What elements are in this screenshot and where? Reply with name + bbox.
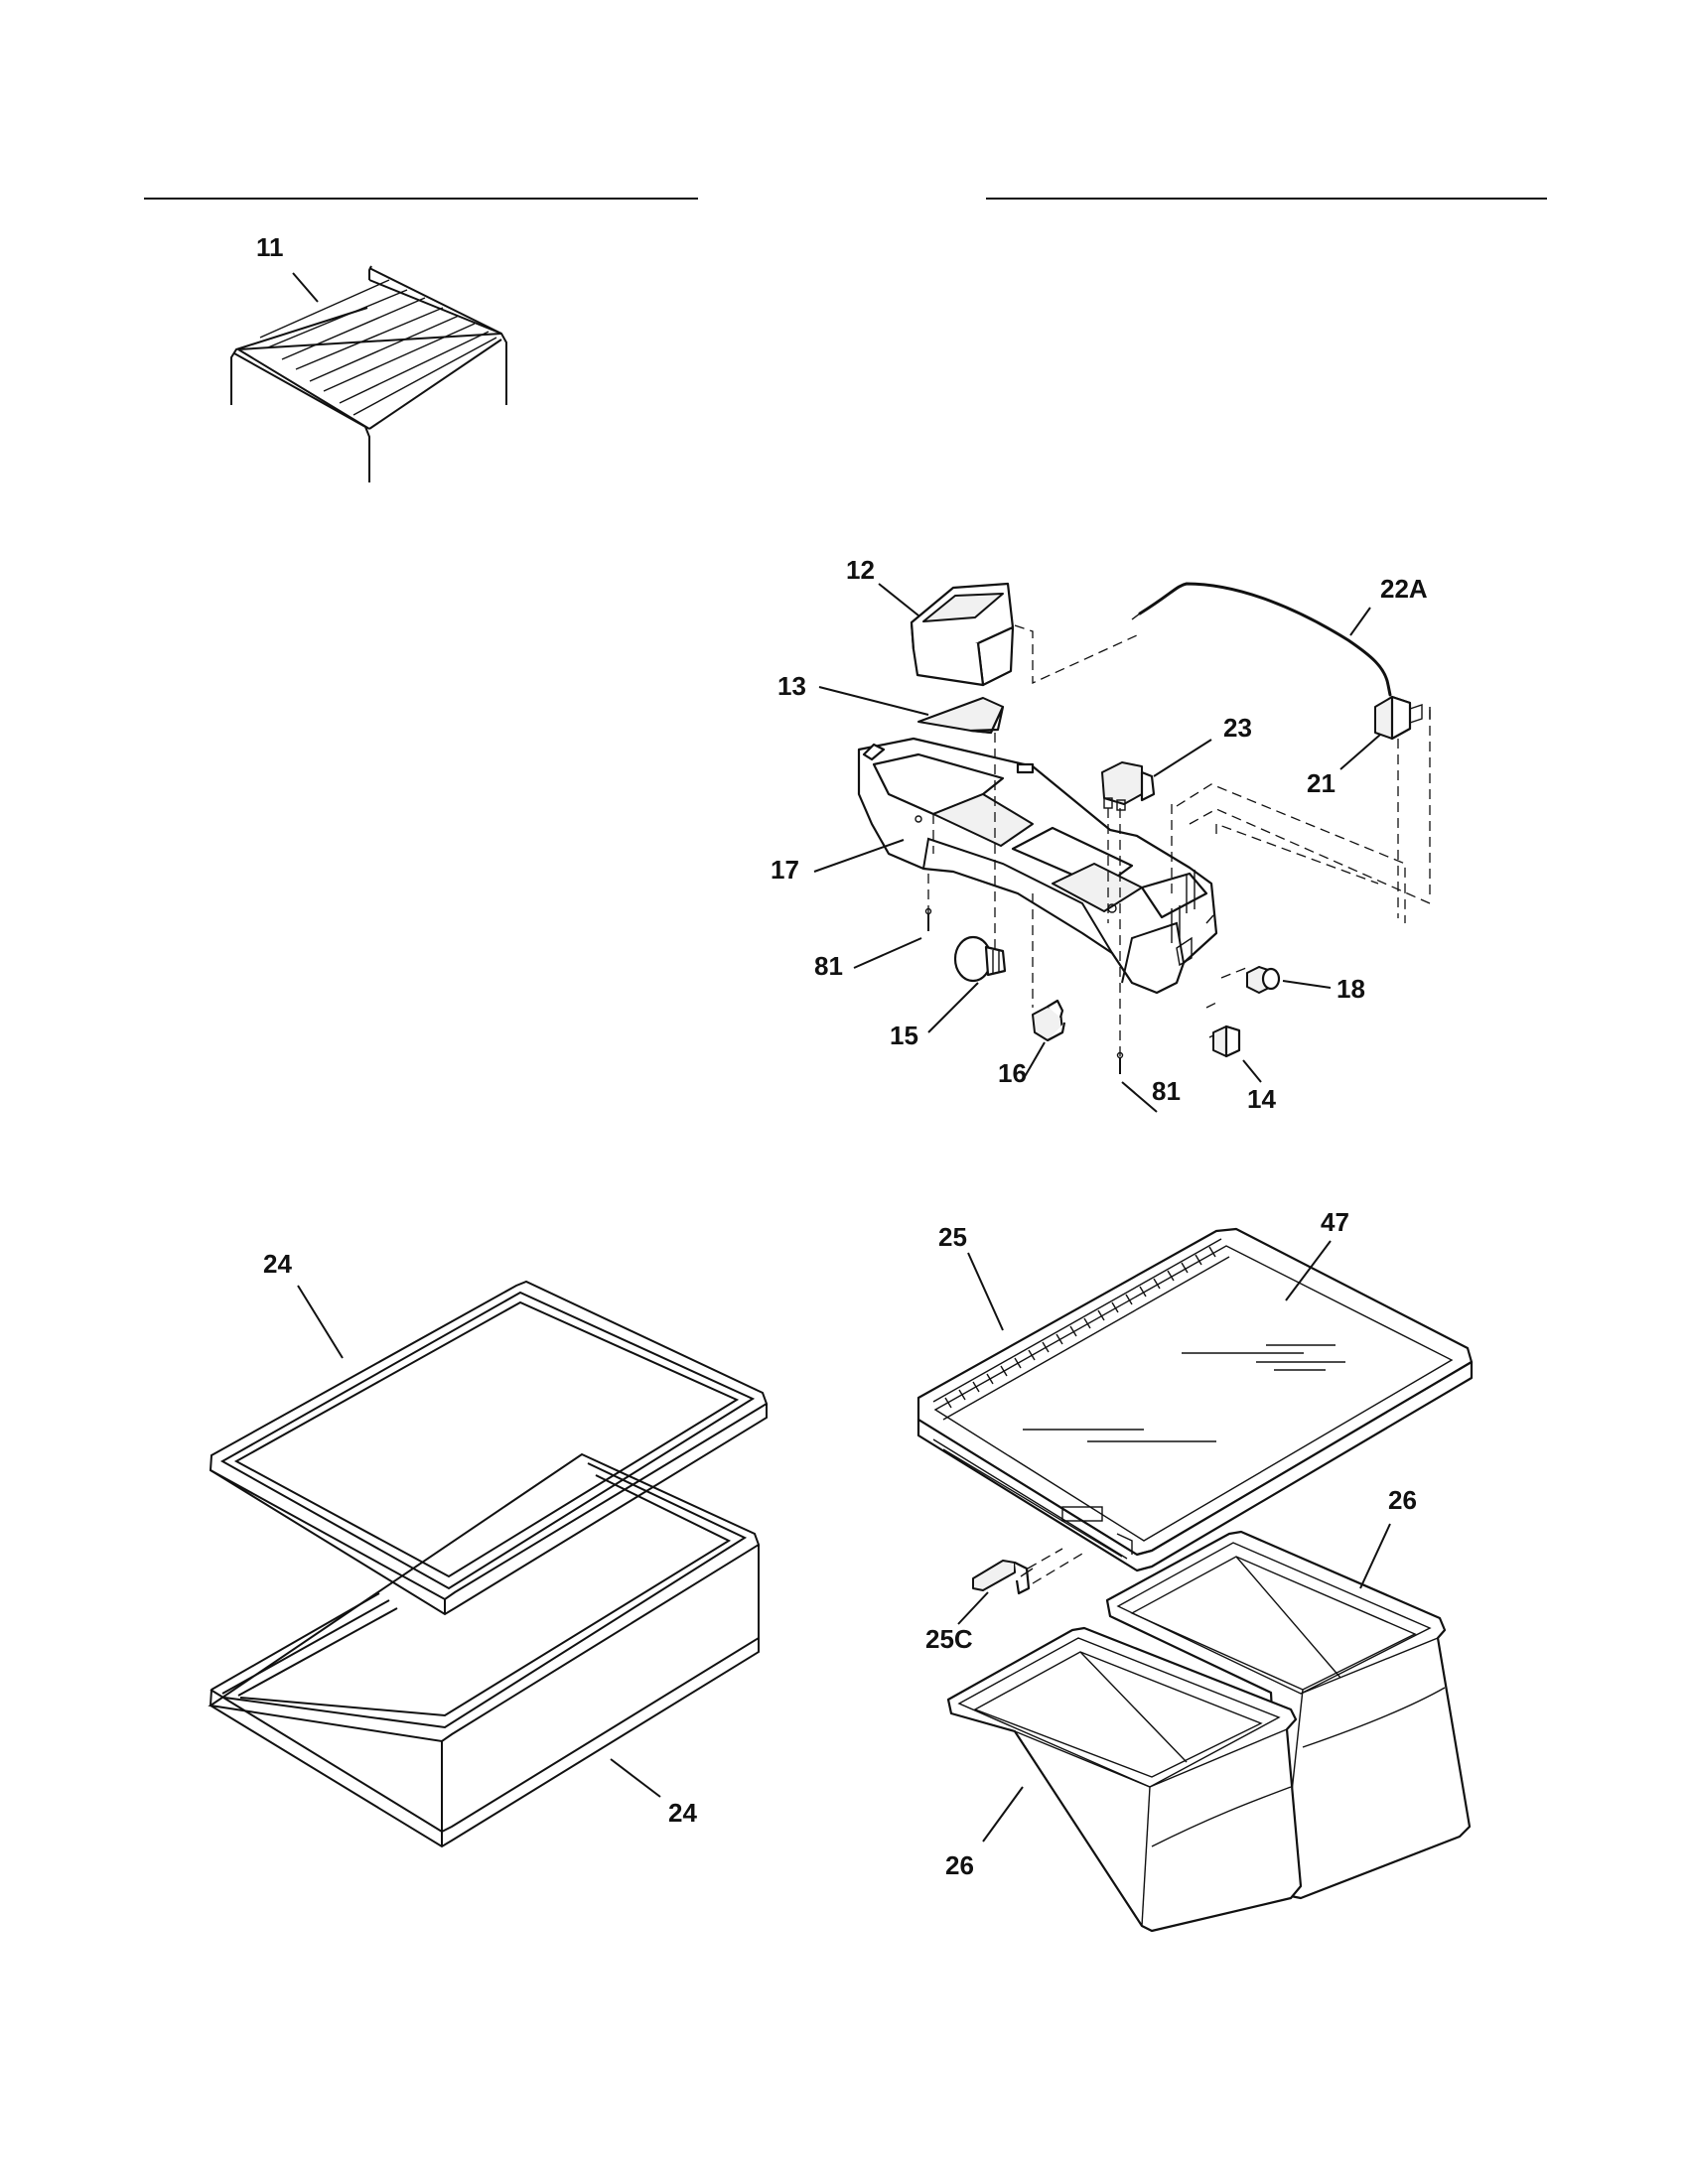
wire-harness-part-22a xyxy=(1138,582,1392,697)
leader-81-left xyxy=(853,937,922,969)
leader-13 xyxy=(818,686,929,716)
leader-21 xyxy=(1339,734,1381,770)
clip-guide-lines xyxy=(1027,1548,1083,1584)
lens-part-13 xyxy=(917,697,1005,735)
socket-part-16 xyxy=(1032,999,1066,1041)
leader-17 xyxy=(813,839,905,873)
cover-part-12 xyxy=(910,582,1015,687)
leader-25 xyxy=(967,1252,1004,1331)
leader-14 xyxy=(1242,1059,1262,1083)
clip-part-25c xyxy=(972,1560,1034,1595)
callout-17: 17 xyxy=(771,855,799,885)
callout-16: 16 xyxy=(998,1058,1027,1088)
screw-part-81-left xyxy=(924,907,932,931)
callout-12: 12 xyxy=(846,555,875,585)
callout-26-left: 26 xyxy=(945,1850,974,1880)
callout-47: 47 xyxy=(1321,1207,1349,1237)
knob-part-18 xyxy=(1246,966,1281,994)
callout-22a: 22A xyxy=(1380,574,1428,604)
connector-part-21 xyxy=(1374,695,1431,741)
wire-rack-part xyxy=(230,265,507,482)
leader-24-upper xyxy=(297,1285,344,1359)
screw-part-81-right xyxy=(1116,1051,1124,1074)
switch-part-23 xyxy=(1101,761,1156,811)
callout-21: 21 xyxy=(1307,768,1336,798)
callout-23: 23 xyxy=(1223,713,1252,743)
glass-shelf-part-24-upper xyxy=(209,1280,769,1616)
callout-81-right: 81 xyxy=(1152,1076,1181,1106)
callout-25: 25 xyxy=(938,1222,967,1252)
glass-shelf-part-24-lower xyxy=(208,1452,761,1848)
leader-22a xyxy=(1349,607,1371,636)
bulb-part-15 xyxy=(953,935,1007,983)
crisper-cover-part-25 xyxy=(916,1227,1474,1572)
leader-15 xyxy=(927,982,979,1033)
callout-26-right: 26 xyxy=(1388,1485,1417,1515)
leader-12 xyxy=(878,583,919,616)
callout-13: 13 xyxy=(777,671,806,701)
crisper-drawer-part-26-left xyxy=(946,1626,1303,1933)
leader-26-right xyxy=(1359,1523,1391,1589)
callout-24-upper: 24 xyxy=(263,1249,292,1279)
leader-24-lower xyxy=(610,1758,661,1798)
callout-18: 18 xyxy=(1336,974,1365,1004)
callout-11: 11 xyxy=(256,232,284,262)
leader-18 xyxy=(1282,980,1332,989)
callout-15: 15 xyxy=(890,1021,918,1050)
leader-23 xyxy=(1153,739,1212,777)
callout-81-left: 81 xyxy=(814,951,843,981)
leader-47 xyxy=(1285,1240,1332,1301)
callout-14: 14 xyxy=(1247,1084,1276,1114)
leader-26-left xyxy=(982,1786,1024,1843)
leader-81-right xyxy=(1121,1081,1158,1113)
leader-11 xyxy=(292,272,319,303)
leader-25c xyxy=(957,1591,989,1625)
assembly-guide-lines xyxy=(927,624,1431,1057)
leader-16 xyxy=(1022,1041,1046,1081)
switch-part-14 xyxy=(1208,1024,1241,1058)
housing-part-17 xyxy=(857,737,1218,995)
callout-25c: 25C xyxy=(925,1624,973,1654)
callout-24-lower: 24 xyxy=(668,1798,697,1828)
